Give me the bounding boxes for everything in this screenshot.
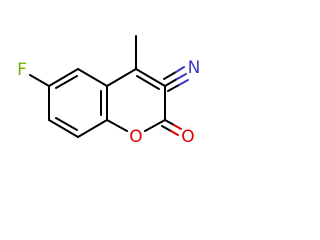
- ring-oxygen-label: O: [129, 127, 142, 147]
- bond-c5-c6: [48, 68, 79, 87]
- substituents: [29, 35, 189, 136]
- double-bond-c5-c6: [55, 75, 78, 89]
- double-bond-c4-c3: [136, 75, 160, 90]
- molecule-structure: F N O O: [17, 35, 200, 147]
- bond-c4a-c4: [106, 68, 137, 87]
- bond-o1-c8a: [106, 119, 128, 132]
- bond-c8-c8a: [77, 119, 108, 138]
- pyranone-ring: [106, 68, 166, 132]
- bond-c4-c3: [135, 68, 166, 87]
- fluorine-label: F: [17, 60, 27, 80]
- carbonyl-bond-b2: [170, 130, 179, 136]
- nitrile-nitrogen-label: N: [188, 58, 200, 78]
- carbonyl-bond-a: [164, 119, 175, 126]
- carbonyl-bond-a2: [173, 124, 182, 130]
- nitrile-triple-bond-b: [163, 71, 177, 80]
- carbonyl-oxygen-label: O: [181, 127, 194, 147]
- nitrile-triple-bond-a: [176, 73, 187, 80]
- bond-c7-c8: [48, 119, 79, 138]
- nitrile-triple-bond-c: [167, 84, 180, 92]
- carbonyl-bond-b: [161, 125, 172, 132]
- bond-c3-cn: [164, 78, 178, 87]
- bond-c2-o1: [144, 119, 166, 132]
- nitrile-triple-bond-b2: [175, 66, 185, 73]
- bond-c4a-c5: [77, 68, 108, 87]
- benzene-ring: [48, 68, 108, 138]
- atom-labels: F N O O: [17, 58, 200, 147]
- bond-c6-f: [29, 74, 50, 87]
- nitrile-triple-bond-c2: [178, 79, 189, 86]
- double-bond-c7-c8: [55, 117, 78, 131]
